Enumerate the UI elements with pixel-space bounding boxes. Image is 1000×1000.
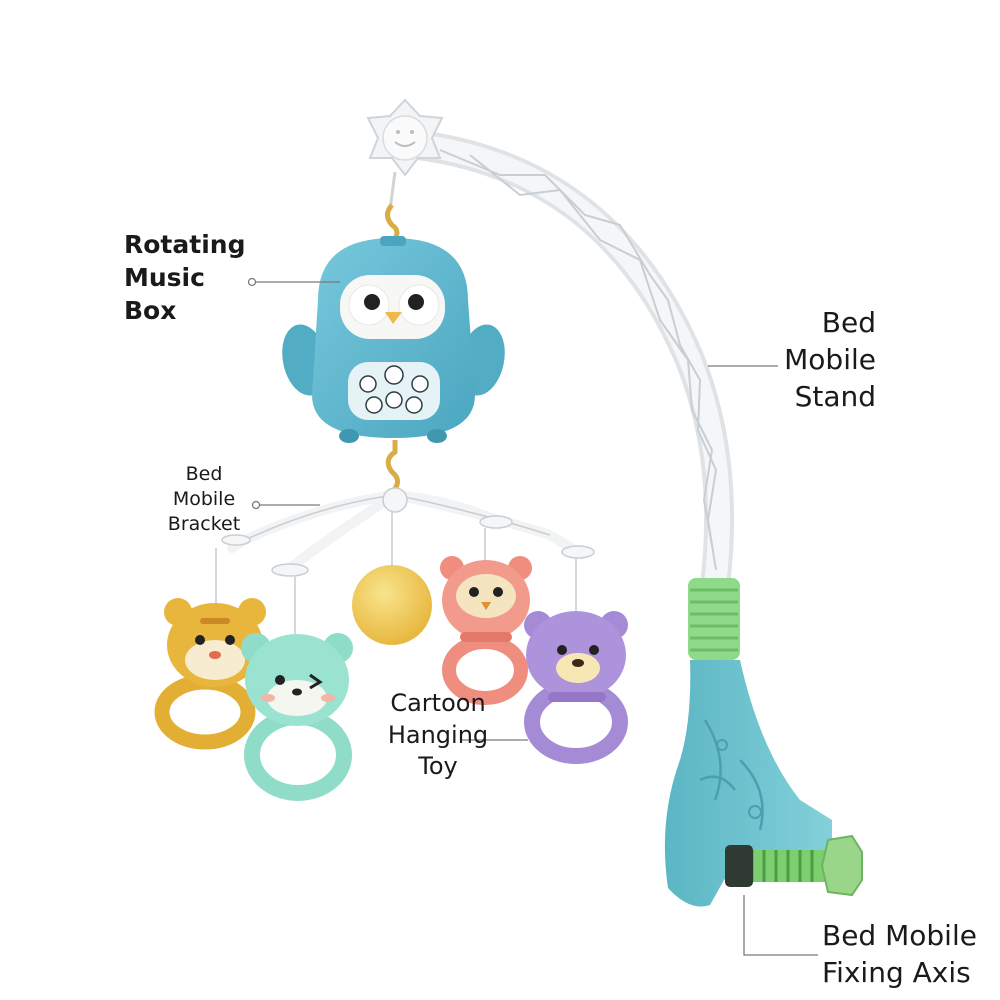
bottom-hook xyxy=(385,440,400,492)
label-cartoon-hanging-toy: Cartoon Hanging Toy xyxy=(375,688,501,783)
rotating-music-box xyxy=(282,236,505,443)
purple-bear-toy xyxy=(524,611,628,764)
label-bed-mobile-bracket: Bed Mobile Bracket xyxy=(154,462,254,537)
label-bed-mobile-stand: Bed Mobile Stand xyxy=(740,305,876,416)
bed-mobile-fixing-axis xyxy=(725,834,863,897)
star-hub xyxy=(366,98,444,211)
label-line: Rotating xyxy=(124,230,246,259)
label-line: Bed xyxy=(821,306,876,339)
bed-mobile-stand xyxy=(403,130,735,600)
label-bed-mobile-fixing-axis: Bed Mobile Fixing Axis xyxy=(822,918,977,992)
label-line: Bed xyxy=(185,463,223,485)
label-line: Toy xyxy=(418,752,458,781)
label-line: Bed Mobile xyxy=(822,919,977,952)
label-rotating-music-box: Rotating Music Box xyxy=(124,228,245,327)
yellow-ball xyxy=(352,565,432,645)
mint-bear-toy xyxy=(241,633,353,801)
label-line: Cartoon xyxy=(390,689,486,717)
label-line: Mobile xyxy=(172,488,236,511)
coral-owl-toy xyxy=(440,556,532,705)
leader-lines xyxy=(247,277,818,956)
label-line: Bracket xyxy=(167,513,241,536)
tiger-toy xyxy=(154,598,266,750)
label-line: Hanging xyxy=(387,720,489,749)
bed-mobile-clamp xyxy=(664,578,832,907)
label-line: Mobile xyxy=(784,342,876,376)
bed-mobile-bracket xyxy=(221,487,595,577)
label-line: Stand xyxy=(794,379,876,413)
label-line: Box xyxy=(124,296,177,325)
label-line: Fixing Axis xyxy=(822,955,971,989)
label-line: Music xyxy=(124,263,205,292)
hanging-strings xyxy=(215,510,577,640)
